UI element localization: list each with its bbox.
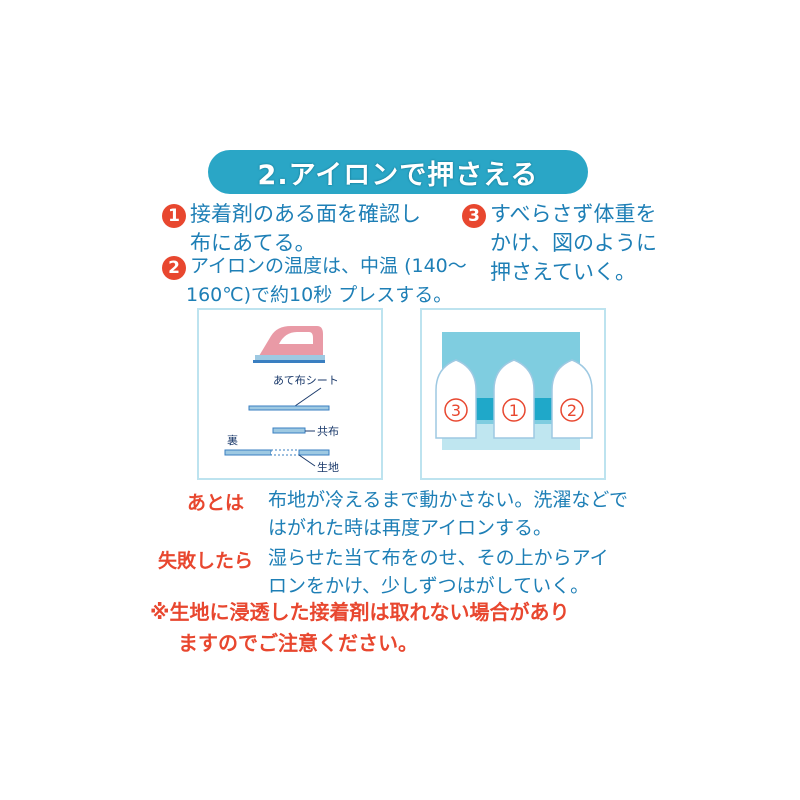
iron-order-label-2: 2 bbox=[567, 401, 577, 420]
warning-line-2: ますのでご注意ください。 bbox=[178, 631, 418, 655]
step-3-line-1: すべらさず体重を bbox=[490, 202, 657, 226]
step-1-line-1: 接着剤のある面を確認し bbox=[190, 202, 421, 226]
note-after-line-1: 布地が冷えるまで動かさない。洗濯などで bbox=[268, 489, 629, 511]
note-after-label: あとは bbox=[187, 492, 245, 514]
step-1-line-2: 布にあてる。 bbox=[190, 231, 316, 255]
pressing-sheet-label-text: あて布シート bbox=[273, 374, 339, 387]
base-fabric-hole bbox=[270, 449, 300, 456]
note-failure-text: 湿らせた当て布をのせ、その上からアイ ロンをかけ、少しずつはがしていく。 bbox=[268, 544, 609, 600]
step-3-line-3: 押さえていく。 bbox=[490, 260, 636, 284]
base-fabric-label: 生地 bbox=[317, 460, 339, 474]
note-after-line-2: はがれた時は再度アイロンする。 bbox=[268, 517, 553, 539]
layering-diagram-panel: あて布シート 共布 裏 生地 bbox=[197, 308, 383, 480]
press-order-diagram: 3 1 2 bbox=[435, 332, 593, 450]
iron-order-label-3: 3 bbox=[451, 401, 461, 420]
step-1-text: 接着剤のある面を確認し 布にあてる。 bbox=[190, 200, 421, 258]
step-2-line-2: 160℃)で約10秒 プレスする。 bbox=[186, 284, 453, 306]
iron-order-label-1: 1 bbox=[509, 401, 519, 420]
layering-diagram: あて布シート 共布 裏 生地 bbox=[224, 326, 339, 474]
base-fabric-right bbox=[298, 449, 330, 456]
pressing-sheet-pointer bbox=[294, 387, 322, 407]
iron-position-1: 1 bbox=[493, 359, 535, 439]
section-title: 2.アイロンで押さえる bbox=[257, 159, 539, 191]
warning-text: ※生地に浸透した接着剤は取れない場合があり ますのでご注意ください。 bbox=[150, 597, 569, 659]
step-2-badge: 2 bbox=[162, 256, 186, 280]
step-2-text: アイロンの温度は、中温 (140～ 160℃)で約10秒 プレスする。 bbox=[186, 252, 467, 310]
base-fabric-pointer bbox=[298, 454, 316, 467]
step-2-line-1: アイロンの温度は、中温 (140～ bbox=[190, 255, 467, 277]
warning-line-1: ※生地に浸透した接着剤は取れない場合があり bbox=[150, 600, 570, 624]
iron-position-3: 3 bbox=[435, 359, 477, 439]
iron-position-2: 2 bbox=[551, 359, 593, 439]
note-failure-label: 失敗したら bbox=[158, 550, 254, 572]
same-fabric-label: 共布 bbox=[317, 425, 339, 438]
note-failure-line-2: ロンをかけ、少しずつはがしていく。 bbox=[268, 575, 590, 597]
step-1-badge: 1 bbox=[162, 204, 186, 228]
section-title-bar: 2.アイロンで押さえる bbox=[208, 150, 588, 194]
press-order-diagram-panel: 3 1 2 bbox=[420, 308, 606, 480]
pressing-sheet-label: あて布シート bbox=[273, 374, 339, 387]
back-side-label: 裏 bbox=[227, 433, 238, 447]
step-3-text: すべらさず体重を かけ、図のように 押さえていく。 bbox=[490, 200, 657, 287]
pressing-sheet-layer bbox=[248, 405, 330, 411]
note-after-text: 布地が冷えるまで動かさない。洗濯などで はがれた時は再度アイロンする。 bbox=[268, 486, 628, 542]
note-failure-line-1: 湿らせた当て布をのせ、その上からアイ bbox=[268, 547, 609, 569]
step-3-line-2: かけ、図のように bbox=[490, 231, 657, 255]
same-fabric-layer bbox=[272, 427, 306, 434]
step-3-badge: 3 bbox=[462, 204, 486, 228]
base-fabric-left bbox=[224, 449, 272, 456]
iron-icon bbox=[253, 326, 325, 363]
